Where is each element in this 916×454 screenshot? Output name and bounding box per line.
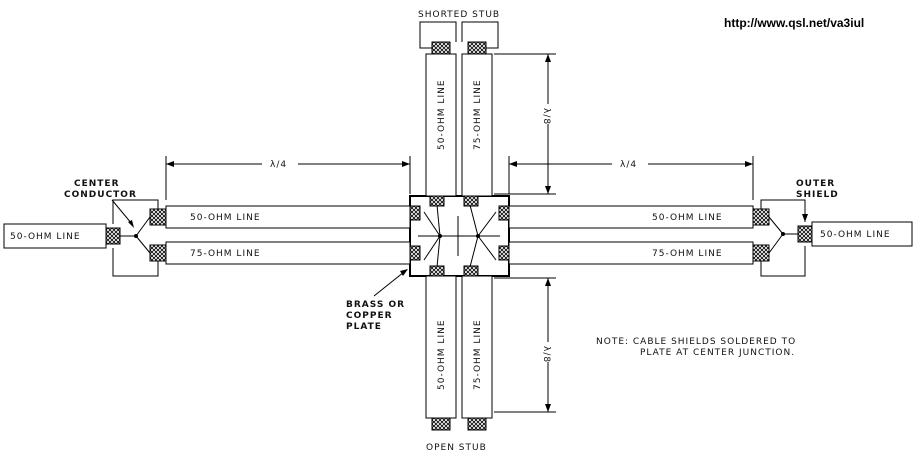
plate-junction-right: [476, 234, 480, 238]
bottom-stub-75-label: 75-OHM LINE: [473, 319, 483, 390]
center-conductor-label-1: CENTER: [74, 179, 120, 189]
plate-connector-tr: [463, 195, 479, 207]
plate-label-1: BRASS OR: [346, 300, 405, 310]
plate-junction-left: [438, 234, 442, 238]
right-center-node: [781, 232, 785, 236]
plate-label-3: PLATE: [346, 322, 382, 332]
top-stub-50-label: 50-OHM LINE: [437, 79, 447, 150]
left-dim-arrow-l: [166, 161, 174, 167]
center-conductor-arrow: [111, 199, 133, 225]
left-center-node: [134, 234, 138, 238]
top-lambda-eighth-label: λ/8: [541, 108, 551, 125]
plate-wiring: [418, 204, 500, 268]
right-line-50-label: 50-OHM LINE: [652, 213, 723, 223]
right-dim-arrow-r: [745, 161, 753, 167]
plate-connector-br: [463, 265, 479, 277]
top-dim-arrow-t: [545, 54, 551, 62]
right-line-75-label: 75-OHM LINE: [652, 249, 723, 259]
left-line-50-label: 50-OHM LINE: [190, 213, 261, 223]
left-lambda-quarter-label: λ/4: [270, 160, 287, 170]
plate-connector-rt: [498, 205, 510, 221]
bottom-stub-50: [425, 275, 457, 419]
watermark-url: http://www.qsl.net/va3iul: [724, 16, 864, 30]
top-stub-75-connector: [467, 41, 487, 55]
plate-arrow: [373, 271, 405, 297]
top-stub-50-connector: [431, 41, 451, 55]
bottom-lambda-eighth-dim: [494, 277, 556, 413]
center-conductor-arrowhead: [128, 220, 134, 228]
top-stub-75-label: 75-OHM LINE: [473, 79, 483, 150]
right-lambda-quarter-label: λ/4: [620, 160, 637, 170]
right-line-50-connector: [752, 208, 770, 226]
left-line-75-label: 75-OHM LINE: [190, 249, 261, 259]
left-input-line: [3, 223, 107, 249]
shorted-stub-label: SHORTED STUB: [418, 10, 500, 20]
plate-connector-tl: [429, 195, 445, 207]
right-splitter-wires: [760, 199, 806, 277]
bottom-lambda-eighth-label: λ/8: [541, 346, 551, 363]
left-lambda-quarter-dim: [165, 156, 411, 200]
bottom-stub-50-connector: [431, 417, 451, 431]
outer-shield-label-2: SHIELD: [796, 190, 839, 200]
bottom-dim-arrow-b: [545, 404, 551, 412]
left-splitter-wires: [112, 199, 159, 277]
plate-label-2: COPPER: [346, 311, 393, 321]
shorted-stub-wires: [419, 21, 499, 49]
right-lambda-quarter-dim: [508, 156, 754, 200]
note-line-1: NOTE: CABLE SHIELDS SOLDERED TO: [596, 337, 796, 347]
left-dim-arrow-r: [402, 161, 410, 167]
top-lambda-eighth-dim: [494, 53, 556, 195]
outer-shield-label-1: OUTER: [796, 179, 835, 189]
top-stub-75: [461, 53, 493, 197]
outer-shield-arrowhead: [802, 214, 808, 222]
bottom-stub-50-label: 50-OHM LINE: [437, 319, 447, 390]
right-output-label: 50-OHM LINE: [820, 230, 891, 240]
center-conductor-label-2: CONDUCTOR: [64, 190, 137, 200]
right-output-connector: [797, 225, 813, 243]
left-input-label: 50-OHM LINE: [10, 232, 81, 242]
right-line-75-connector: [752, 244, 770, 262]
plate-connector-lt: [409, 205, 421, 221]
plate-connector-lb: [409, 245, 421, 261]
left-line-50-connector: [149, 208, 167, 226]
right-dim-arrow-l: [509, 161, 517, 167]
open-stub-label: OPEN STUB: [426, 443, 487, 453]
bottom-stub-75-connector: [467, 417, 487, 431]
note-line-2: PLATE AT CENTER JUNCTION.: [640, 348, 795, 358]
left-line-75-connector: [149, 244, 167, 262]
plate-arrowhead: [400, 269, 408, 276]
bottom-dim-arrow-t: [545, 278, 551, 286]
plate-connector-bl: [429, 265, 445, 277]
top-dim-arrow-b: [545, 186, 551, 194]
left-input-connector: [105, 227, 121, 245]
top-stub-50: [425, 53, 457, 197]
plate-connector-rb: [498, 245, 510, 261]
